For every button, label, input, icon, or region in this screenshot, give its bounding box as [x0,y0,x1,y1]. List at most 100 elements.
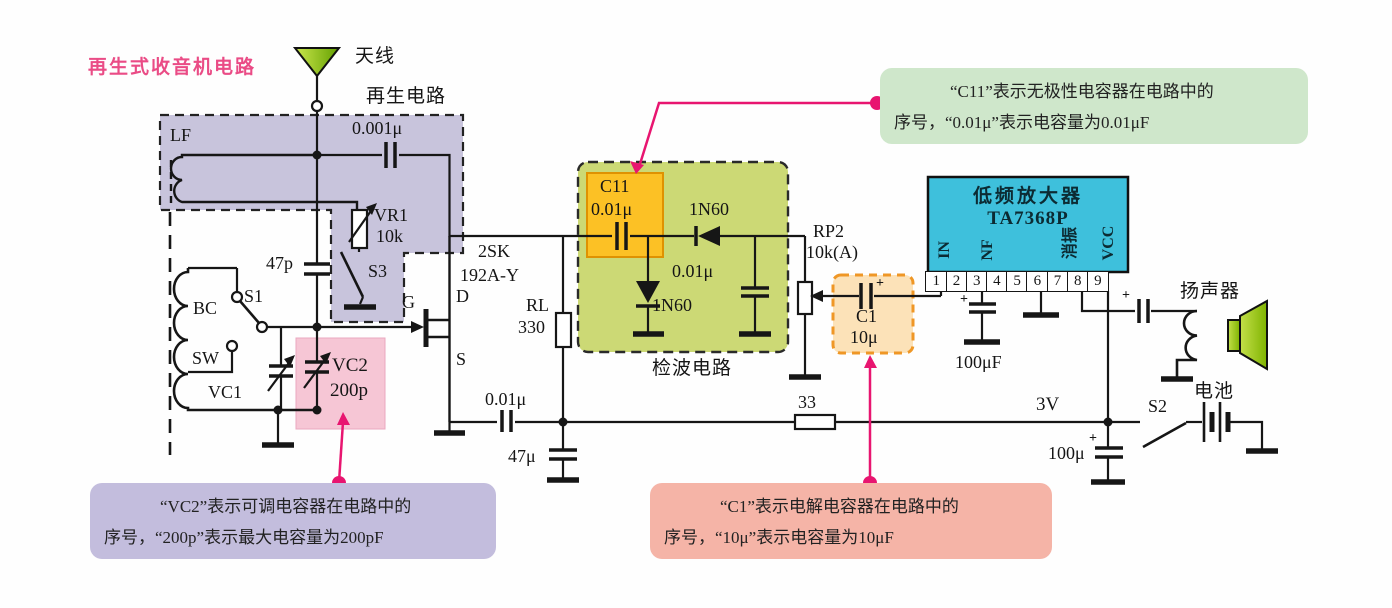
pin8-output-wire [1080,291,1110,313]
ic-pin3-label: NF [979,239,996,261]
cap-100uf [964,291,1000,345]
d2-label: 1N60 [652,295,692,315]
c100uf-label: 100μF [955,352,1002,372]
battery-label: 电池 [1194,381,1235,402]
sw-label: SW [192,348,219,368]
rl-label: RL [526,295,550,315]
c11-highlight-box [586,172,664,258]
cap-0001u-label: 0.001μ [352,118,403,138]
s1-switch [188,266,317,334]
vc2-label: VC2 [332,355,368,376]
ic-pin-number: 6 [1026,271,1049,292]
ic-pin7-label: 消振 [1062,226,1079,260]
ic-pin-number: 7 [1046,271,1069,292]
c1-label: C1 [856,306,878,326]
fet-gate-label: G [402,292,415,312]
bc-label: BC [193,298,218,318]
vr1-value-label: 10k [376,226,403,246]
ic-name: 低频放大器 [972,186,1083,207]
c11-value-label: 0.01μ [591,199,633,219]
s3-switch [339,248,376,310]
s1-label: S1 [244,286,264,306]
c100u-plus-sign: + [1089,431,1097,446]
callout-c11-line1: “C11”表示无极性电容器在电路中的 [950,82,1214,101]
ic-pin-number: 8 [1066,271,1089,292]
rp2-value-label: 10k(A) [806,242,858,262]
c100u-label: 100μ [1048,443,1085,463]
rl-value-label: 330 [518,317,545,337]
cap-47u-label: 47μ [508,446,536,466]
vc2-variable-cap [303,327,331,410]
vc1-label: VC1 [208,382,243,402]
coupling-plus-sign: + [1122,288,1130,303]
fet-drain-label: D [456,286,469,306]
resistor-rl [554,236,573,422]
cap-detector-shunt [739,236,771,337]
rp2-potentiometer [789,236,859,380]
callout-note-vc2: “VC2”表示可调电容器在电路中的 序号，“200p”表示最大电容量为200pF [90,483,496,559]
cap-47p-label: 47p [266,253,293,273]
rp2-label: RP2 [813,221,845,241]
c1-value-label: 10μ [850,327,878,347]
vc1-variable-cap [267,327,295,410]
s3-label: S3 [368,261,388,281]
ic-pin-number: 2 [945,271,968,292]
ic-pin-row: 1 2 3 4 5 6 7 8 9 [925,271,1109,292]
callout-c1-line1: “C1”表示电解电容器在电路中的 [720,497,959,516]
battery-icon [1186,402,1278,454]
ic-pin-number: 9 [1087,271,1109,292]
callout-note-c1: “C1”表示电解电容器在电路中的 序号，“10μ”表示电容量为10μF [650,483,1052,559]
ic-part-number: TA7368P [987,208,1069,229]
callout-vc2-line1: “VC2”表示可调电容器在电路中的 [160,497,412,516]
callout-vc2-line2: 序号，“200p”表示最大电容量为200pF [104,528,384,547]
speaker-label: 扬声器 [1180,281,1241,302]
speaker-coil [1161,309,1198,382]
ic-pin-number: 4 [986,271,1008,292]
c1-plus-sign: + [876,276,884,291]
fet-part-line2: 192A-Y [460,265,519,285]
cap-47p [304,262,330,327]
vr1-variable-resistor [348,203,377,250]
page-title: 再生式收音机电路 [88,57,257,78]
lf-label: LF [170,125,192,145]
cap-100u [1091,422,1125,485]
c11-label: C11 [600,176,630,196]
ic-pin1-label: IN [936,241,953,259]
cap-001u-label: 0.01μ [485,389,527,409]
regen-highlight-region [158,113,465,324]
pin6-ground [1023,291,1059,318]
s2-label: S2 [1148,396,1168,416]
cap-c11 [615,222,694,250]
antenna-label: 天线 [355,46,396,67]
junction-dots [273,150,1113,427]
ic-title-block: 低频放大器 TA7368P [928,181,1128,230]
cap-c1 [859,283,943,309]
rail-voltage-label: 3V [1036,394,1060,415]
vc2-highlight-box [295,337,386,430]
fet-2sk192 [317,236,465,436]
antenna-icon [292,47,342,264]
cap-shunt-label: 0.01μ [672,261,714,281]
speaker-icon [1227,299,1268,371]
s2-switch [1142,421,1187,449]
cap-47u [547,422,579,483]
cap-0001u [317,142,612,238]
ic-pin-number: 5 [1006,271,1029,292]
vc2-value-label: 200p [330,380,368,401]
d1-label: 1N60 [689,199,729,219]
resistor-33 [793,413,837,431]
callout-c11-line2: 序号，“0.01μ”表示电容量为0.01μF [894,113,1150,132]
ic-pin-number: 3 [965,271,988,292]
ic-pin-number: 1 [925,271,948,292]
r33-label: 33 [798,392,816,412]
diode-1n60-shunt [633,236,664,337]
c1-highlight-box [831,273,915,355]
detector-section-label: 检波电路 [652,358,733,379]
ic-body [926,175,1130,274]
c100uf-plus-sign: + [960,292,968,307]
lf-coil [169,153,359,210]
callout-note-c11: “C11”表示无极性电容器在电路中的 序号，“0.01μ”表示电容量为0.01μ… [880,68,1308,144]
vr1-label: VR1 [374,205,409,225]
regen-section-label: 再生电路 [366,86,447,107]
